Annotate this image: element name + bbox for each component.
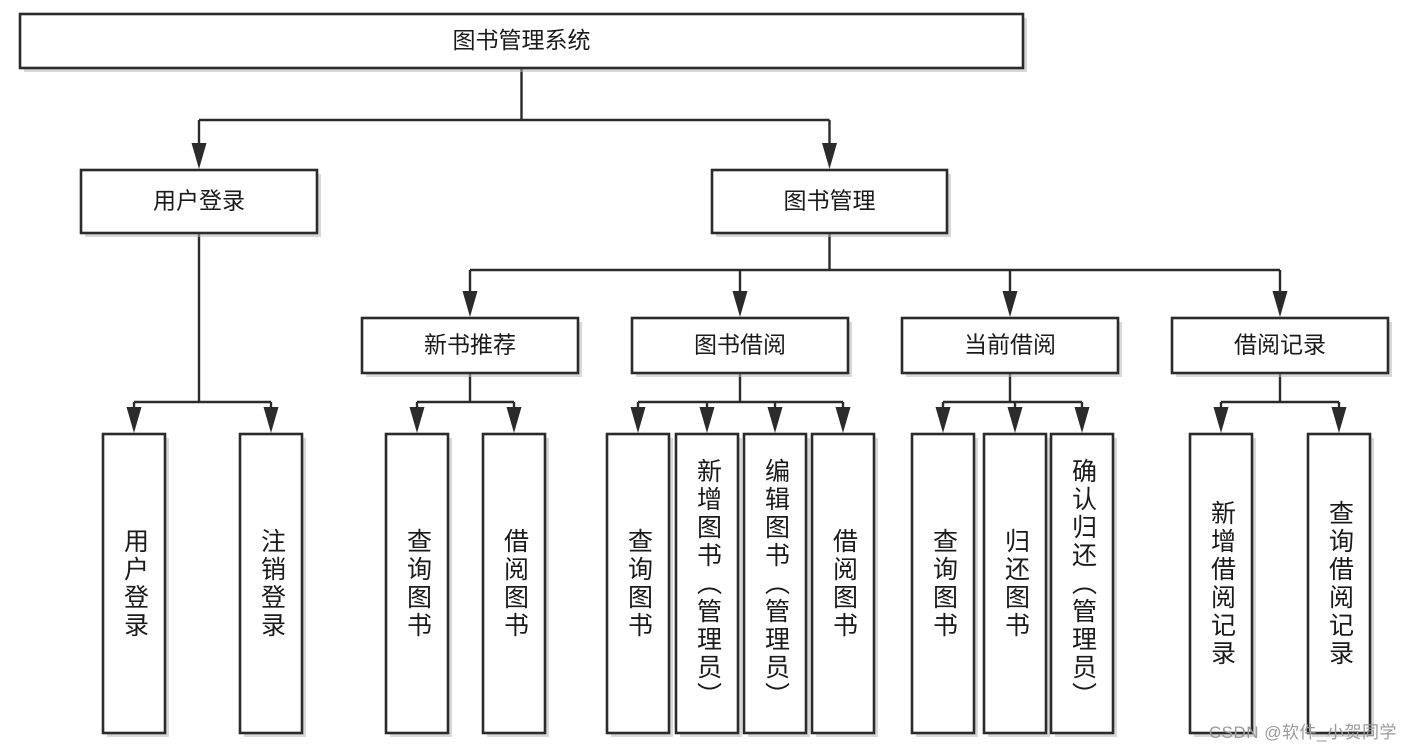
- node-box-book-manage[interactable]: [710, 168, 949, 235]
- node-box-leaf-logout[interactable]: [238, 432, 304, 735]
- node-box-leaf-query-book[interactable]: [605, 432, 671, 735]
- node-label-new-book-rec: 新书推荐: [424, 332, 516, 358]
- connector-group-root: [191, 68, 837, 169]
- connector-group-book-borrow: [630, 373, 851, 433]
- arrow-head-icon: [1272, 291, 1288, 317]
- connector-group-book-manage: [462, 233, 1288, 317]
- node-box-leaf-query-book-rec[interactable]: [384, 432, 450, 735]
- arrow-head-icon: [732, 291, 748, 317]
- arrow-head-icon: [767, 407, 783, 433]
- arrow-head-icon: [1074, 407, 1090, 433]
- node-box-book-borrow[interactable]: [630, 316, 850, 375]
- node-label-book-manage: 图书管理: [784, 188, 876, 214]
- connector-layer: [126, 68, 1347, 433]
- node-box-leaf-user-login[interactable]: [101, 432, 167, 735]
- node-box-borrow-record[interactable]: [1170, 316, 1390, 375]
- node-box-leaf-borrow-book[interactable]: [810, 432, 876, 735]
- arrow-head-icon: [835, 407, 851, 433]
- connector-group-current-borrow: [935, 373, 1090, 433]
- node-layer: [18, 12, 1392, 737]
- node-box-leaf-borrow-book-rec[interactable]: [481, 432, 547, 735]
- arrow-head-icon: [630, 407, 646, 433]
- arrow-head-icon: [1331, 407, 1347, 433]
- arrow-head-icon: [506, 407, 522, 433]
- node-label-root: 图书管理系统: [453, 27, 591, 53]
- node-label-user-login: 用户登录: [153, 188, 245, 214]
- node-label-book-borrow: 图书借阅: [694, 332, 786, 358]
- node-box-leaf-add-book[interactable]: [674, 432, 740, 735]
- arrow-head-icon: [1007, 407, 1023, 433]
- node-label-borrow-record: 借阅记录: [1234, 332, 1326, 358]
- node-box-leaf-confirm-return[interactable]: [1049, 432, 1115, 735]
- node-box-new-book-rec[interactable]: [360, 316, 580, 375]
- connector-group-borrow-record: [1213, 373, 1347, 433]
- arrow-head-icon: [462, 291, 478, 317]
- arrow-head-icon: [1213, 407, 1229, 433]
- node-box-leaf-add-record[interactable]: [1188, 432, 1254, 735]
- arrow-head-icon: [1002, 291, 1018, 317]
- arrow-head-icon: [191, 143, 207, 169]
- arrow-head-icon: [935, 407, 951, 433]
- node-box-leaf-edit-book[interactable]: [742, 432, 808, 735]
- arrow-head-icon: [263, 407, 279, 433]
- node-box-leaf-query-book-cur[interactable]: [910, 432, 976, 735]
- arrow-head-icon: [699, 407, 715, 433]
- node-label-current-borrow: 当前借阅: [964, 332, 1056, 358]
- node-box-leaf-return-book[interactable]: [982, 432, 1048, 735]
- node-box-current-borrow[interactable]: [900, 316, 1120, 375]
- connector-group-user-login: [126, 233, 279, 433]
- arrow-head-icon: [126, 407, 142, 433]
- arrow-head-icon: [409, 407, 425, 433]
- node-box-leaf-query-record[interactable]: [1306, 432, 1372, 735]
- arrow-head-icon: [822, 143, 837, 169]
- connector-group-new-book-rec: [409, 373, 522, 433]
- node-box-user-login[interactable]: [79, 168, 319, 235]
- watermark-text: CSDN @软件_小贺同学: [1208, 723, 1397, 742]
- node-box-root[interactable]: [18, 12, 1025, 70]
